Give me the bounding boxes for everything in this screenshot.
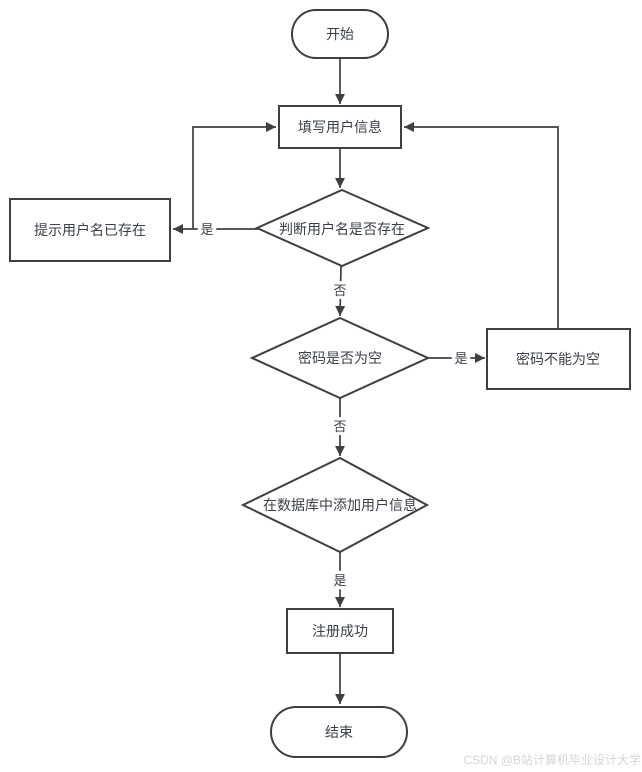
edge-label-yes-password-empty: 是 (454, 351, 467, 366)
password-empty-decision-shape (249, 316, 431, 400)
edge-username-exists-tip-to-fill-user-info (192, 122, 276, 229)
password-empty-label: 密码是否为空 (298, 350, 382, 366)
edge-label-no-username: 否 (333, 283, 346, 298)
node-check-username: 判断用户名是否存在 (254, 188, 431, 268)
node-register-success: 注册成功 (286, 608, 394, 654)
node-end: 结束 (270, 706, 408, 758)
edge-check-username-to-password-empty (335, 265, 346, 317)
fill-user-info-label: 填写用户信息 (298, 119, 382, 135)
register-success-process-shape (286, 608, 394, 654)
password-required-process-shape (486, 328, 631, 390)
node-add-user-to-db: 在数据库中添加用户信息 (240, 456, 430, 554)
end-label: 结束 (325, 724, 353, 740)
node-password-required: 密码不能为空 (486, 328, 631, 390)
username-exists-tip-label: 提示用户名已存在 (34, 222, 146, 238)
check-username-decision-shape (254, 188, 431, 268)
edge-group: 是 否 是 否 是 (173, 58, 559, 704)
node-start: 开始 (291, 9, 389, 59)
check-username-label: 判断用户名是否存在 (279, 221, 405, 237)
add-user-to-db-label: 在数据库中添加用户信息 (263, 497, 417, 513)
csdn-watermark: CSDN @B站计算机毕业设计大学 (463, 752, 641, 767)
fill-user-info-process-shape (278, 105, 402, 149)
node-fill-user-info: 填写用户信息 (278, 105, 402, 149)
start-terminator-shape (291, 9, 389, 59)
username-exists-tip-process-shape (9, 198, 171, 262)
add-user-to-db-decision-shape (240, 456, 430, 554)
node-password-empty: 密码是否为空 (249, 316, 431, 400)
edge-label-yes-username-exists: 是 (200, 222, 213, 237)
node-username-exists-tip: 提示用户名已存在 (9, 198, 171, 262)
edge-label-no-password: 否 (333, 419, 346, 434)
password-required-label: 密码不能为空 (516, 351, 600, 367)
start-label: 开始 (326, 26, 354, 42)
edge-label-yes-db-added: 是 (333, 573, 346, 588)
edge-password-required-to-fill-user-info (404, 122, 559, 329)
register-success-label: 注册成功 (312, 623, 368, 639)
end-terminator-shape (270, 706, 408, 758)
